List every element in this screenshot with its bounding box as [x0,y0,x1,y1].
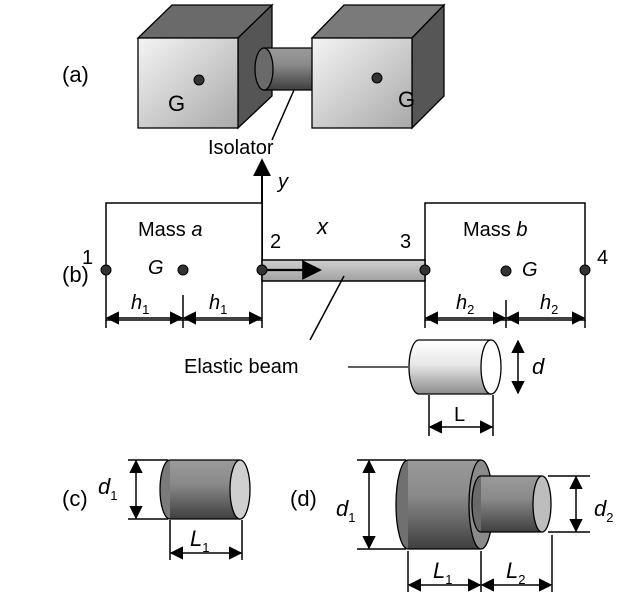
isolator-label: Isolator [208,137,274,159]
cylinder-length-dimension [428,395,494,436]
panel-label-d: (d) [290,486,317,511]
h2-label-right: h2 [540,292,558,317]
mass-b-label: Mass b [463,219,527,241]
beam-cylinder [408,339,502,395]
node-3-dot [419,264,431,276]
right-cube [310,3,446,130]
node-1-label: 1 [82,247,93,269]
mass-a-label: Mass a [138,219,202,241]
d2-dimension [548,475,590,533]
left-cog-label: G [168,91,185,116]
right-cog-dot [371,72,383,84]
h1-label-left: h1 [131,292,149,317]
cylinder-c-length-dimension [169,520,243,560]
left-cube [136,3,274,130]
cylinder-c-diameter-dimension [128,459,168,520]
cylinder-diameter-label: d [532,354,545,379]
cylinder-c-diameter-label: d1 [98,474,117,503]
h1-label-right: h1 [209,292,227,317]
cylinder-length-label: L [454,404,465,426]
panel-label-b: (b) [62,262,89,287]
node-1-dot [100,264,112,276]
isolator-cylinder [254,47,316,91]
y-axis-label: y [276,171,289,193]
right-cog-label: G [398,87,415,112]
mass-b-cog-label: G [522,259,538,281]
mass-b-half-widths [424,300,586,328]
L1-label: L1 [433,558,452,587]
left-cog-dot [193,74,205,86]
node-4-label: 4 [597,247,608,269]
mass-a-cog-dot [177,264,189,276]
cylinder-c-length-label: L1 [190,526,209,555]
node-3-label: 3 [400,231,411,253]
mass-b-cog-dot [500,265,512,277]
isolator-leader [271,89,295,141]
stepped-cylinder-d [395,459,552,550]
L2-label: L2 [506,558,525,587]
d1-label: d1 [336,496,355,525]
node-4-dot [579,264,591,276]
mass-a-cog-label: G [148,257,164,279]
h2-label-left: h2 [456,292,474,317]
x-axis-label: x [316,214,329,239]
beam-leader [309,275,345,341]
d1-dimension [357,459,406,550]
length-dimensions-d [407,535,553,592]
node-2-label: 2 [270,231,281,253]
cylinder-c [159,459,251,520]
mass-a-half-widths [105,295,263,328]
elastic-beam-label: Elastic beam [184,356,299,378]
node-2-dot [256,264,268,276]
panel-label-c: (c) [62,486,88,511]
panel-label-a: (a) [62,62,89,87]
d2-label: d2 [594,496,613,525]
